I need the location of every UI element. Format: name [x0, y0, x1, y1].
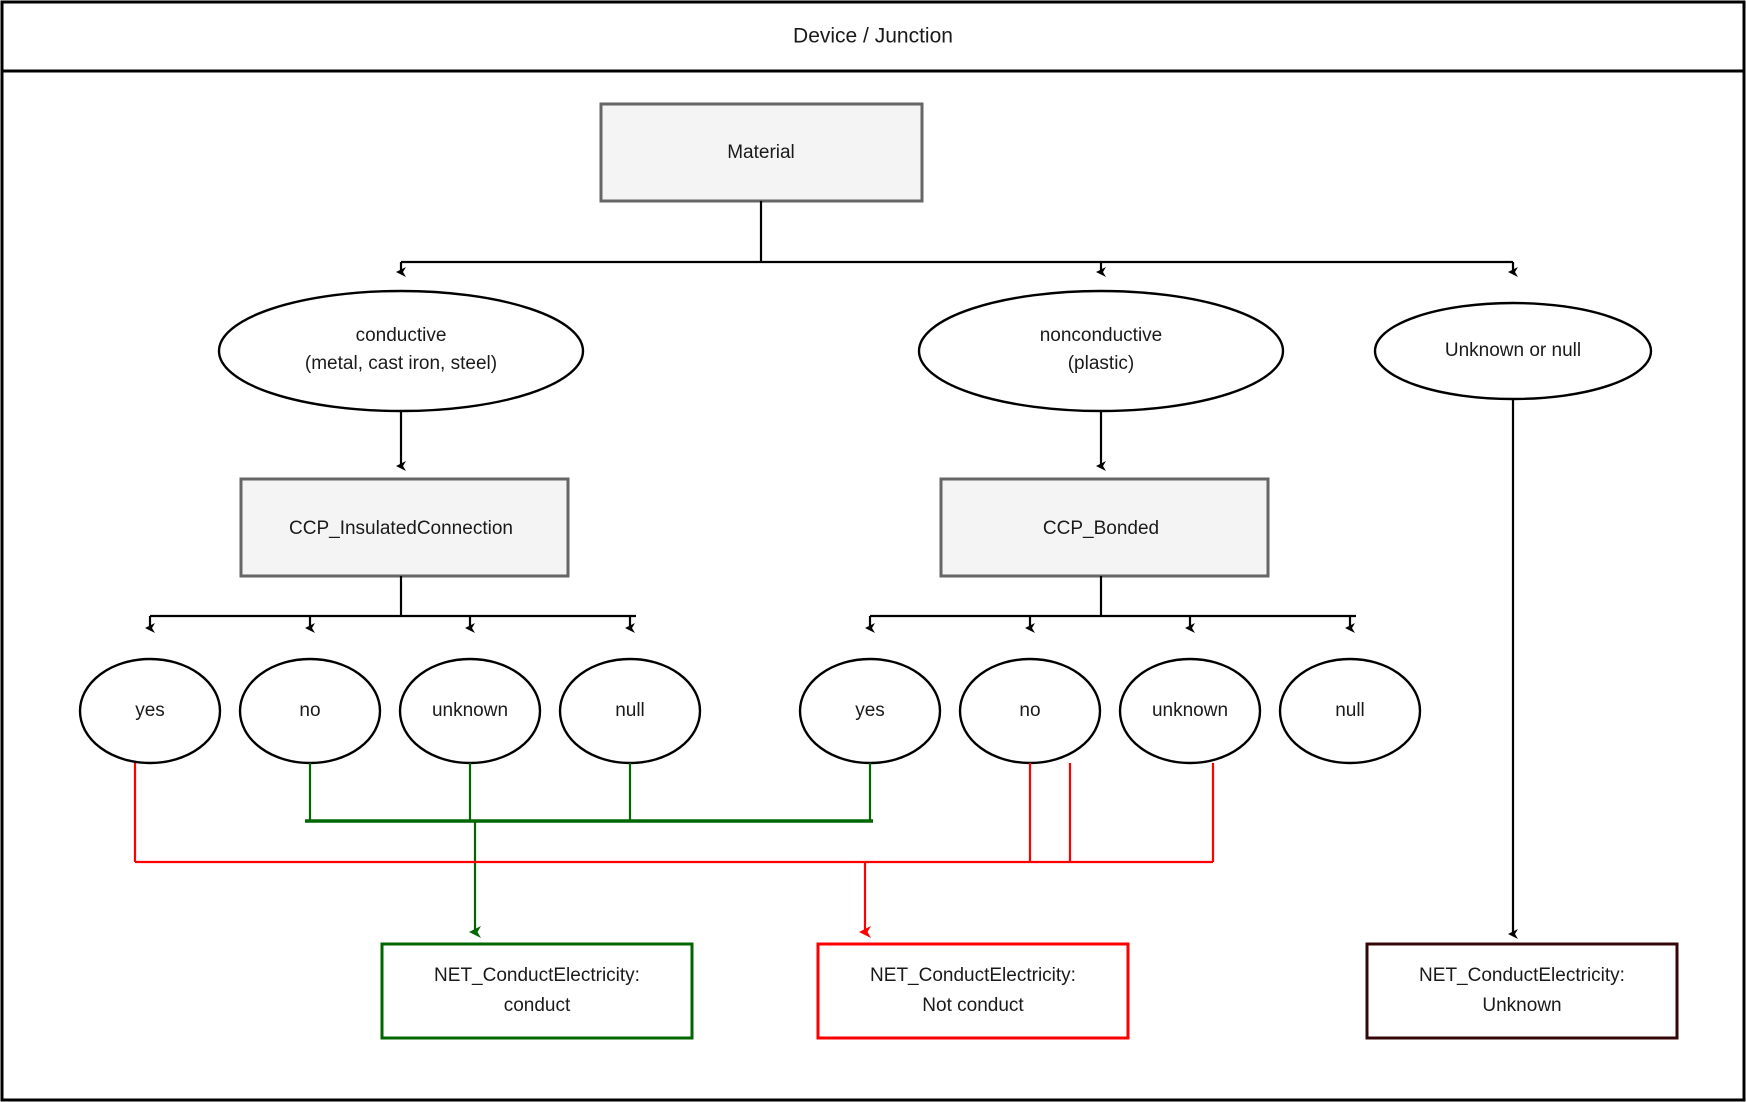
- node-insulated-unknown[interactable]: unknown: [398, 657, 542, 765]
- node-insulated-yes[interactable]: yes: [78, 657, 222, 765]
- node-nonconductive[interactable]: nonconductive (plastic): [917, 289, 1285, 413]
- node-insulated-no[interactable]: no: [238, 657, 382, 765]
- node-insulated-null[interactable]: null: [558, 657, 702, 765]
- result-unknown-line2: Unknown: [1482, 995, 1561, 1016]
- node-insulated-null-label: null: [615, 700, 645, 721]
- node-bonded-no[interactable]: no: [958, 657, 1102, 765]
- edges-material-to-branches: [396, 201, 1518, 277]
- node-bonded-unknown[interactable]: unknown: [1118, 657, 1262, 765]
- edges-insulated-to-values: [145, 576, 636, 633]
- node-ccp-bonded-label: CCP_Bonded: [1043, 518, 1159, 539]
- node-ccp-insulated-connection-label: CCP_InsulatedConnection: [289, 518, 513, 539]
- node-ccp-bonded[interactable]: CCP_Bonded: [939, 477, 1270, 578]
- node-bonded-null-label: null: [1335, 700, 1365, 721]
- node-bonded-no-label: no: [1019, 700, 1040, 721]
- node-bonded-yes[interactable]: yes: [798, 657, 942, 765]
- diagram-title-bar: Device / Junction: [793, 25, 953, 48]
- edges-bonded-to-values: [865, 576, 1356, 633]
- node-result-conduct[interactable]: NET_ConductElectricity: conduct: [380, 942, 694, 1040]
- node-bonded-yes-label: yes: [855, 700, 885, 721]
- node-bonded-null[interactable]: null: [1278, 657, 1422, 765]
- node-unknown-or-null-label: Unknown or null: [1445, 340, 1581, 361]
- node-material-label: Material: [727, 142, 795, 163]
- page-title: Device / Junction: [793, 25, 953, 48]
- node-nonconductive-label-line2: (plastic): [1068, 353, 1135, 374]
- node-conductive-label-line1: conductive: [356, 325, 447, 346]
- result-not-conduct-line2: Not conduct: [922, 995, 1024, 1016]
- node-insulated-no-label: no: [299, 700, 320, 721]
- result-conduct-line2: conduct: [504, 995, 571, 1016]
- node-result-unknown[interactable]: NET_ConductElectricity: Unknown: [1365, 942, 1679, 1040]
- node-bonded-unknown-label: unknown: [1152, 700, 1228, 721]
- node-unknown-or-null[interactable]: Unknown or null: [1373, 301, 1653, 401]
- edges-branches-to-attributes: [396, 399, 1518, 939]
- node-result-not-conduct[interactable]: NET_ConductElectricity: Not conduct: [816, 942, 1130, 1040]
- result-conduct-line1: NET_ConductElectricity:: [434, 965, 640, 986]
- edges-not-conduct-red: [133, 763, 1215, 938]
- result-unknown-line1: NET_ConductElectricity:: [1419, 965, 1625, 986]
- node-conductive-label-line2: (metal, cast iron, steel): [305, 353, 497, 374]
- node-insulated-unknown-label: unknown: [432, 700, 508, 721]
- result-not-conduct-line1: NET_ConductElectricity:: [870, 965, 1076, 986]
- node-conductive[interactable]: conductive (metal, cast iron, steel): [217, 289, 585, 413]
- node-material[interactable]: Material: [599, 102, 924, 203]
- edges-conduct-green: [305, 763, 873, 938]
- node-ccp-insulated-connection[interactable]: CCP_InsulatedConnection: [239, 477, 570, 578]
- node-nonconductive-label-line1: nonconductive: [1040, 325, 1163, 346]
- node-insulated-yes-label: yes: [135, 700, 165, 721]
